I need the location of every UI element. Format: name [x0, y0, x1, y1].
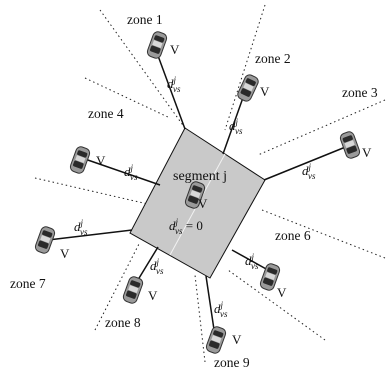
- distance-line-zone-2: [222, 91, 246, 155]
- boundary-line-bottom-left: [94, 241, 141, 331]
- vehicles: [33, 29, 362, 356]
- zone-boundaries: [34, 4, 386, 363]
- car-icon: [68, 144, 92, 176]
- boundary-line-top-left: [99, 9, 191, 136]
- vehicle-label: V: [96, 153, 106, 168]
- car-icon: [338, 129, 362, 161]
- car-icon: [235, 72, 261, 104]
- segment-label: segment j: [173, 169, 227, 184]
- car-icon: [145, 29, 169, 61]
- vehicle-label: V: [148, 288, 158, 303]
- zone-label: zone 7: [10, 276, 46, 291]
- vehicle-label: V: [260, 84, 270, 99]
- car-icon: [121, 274, 145, 306]
- zone-labels: zone 1 zone 2 zone 3 zone 4 zone 6 zone …: [10, 12, 378, 370]
- vehicle-label: V: [277, 285, 287, 300]
- vehicle-label: V: [198, 196, 208, 211]
- distance-line-zone-1: [156, 52, 186, 130]
- car-icon: [33, 224, 57, 256]
- vehicle-labels: V V V V V V V V V: [60, 42, 372, 347]
- zone-label: zone 6: [275, 228, 311, 243]
- vehicle-label: V: [232, 332, 242, 347]
- distance-line-zone-7: [47, 229, 133, 241]
- boundary-line-left-lower: [34, 177, 153, 206]
- boundary-line-right-upper: [257, 99, 386, 156]
- boundary-line-bottom-right: [227, 269, 326, 341]
- distance-line-zone-3: [263, 145, 349, 181]
- zone-label: zone 8: [105, 315, 141, 330]
- vehicle-label: V: [170, 42, 180, 57]
- vehicle-label: V: [362, 145, 372, 160]
- car-icon: [204, 324, 228, 356]
- distance-line-zone-6: [231, 249, 269, 271]
- boundary-line-bottom-mid: [194, 274, 206, 363]
- boundary-line-top-right: [224, 4, 266, 131]
- zone-label: zone 2: [255, 51, 291, 66]
- zone-label: zone 3: [342, 85, 378, 100]
- vehicle-label: V: [60, 246, 70, 261]
- zone-label: zone 9: [214, 355, 250, 370]
- distance-line-zone-4: [81, 157, 161, 186]
- distance-lines: [47, 52, 349, 344]
- zone-label: zone 1: [127, 12, 163, 27]
- zone-label: zone 4: [88, 106, 124, 121]
